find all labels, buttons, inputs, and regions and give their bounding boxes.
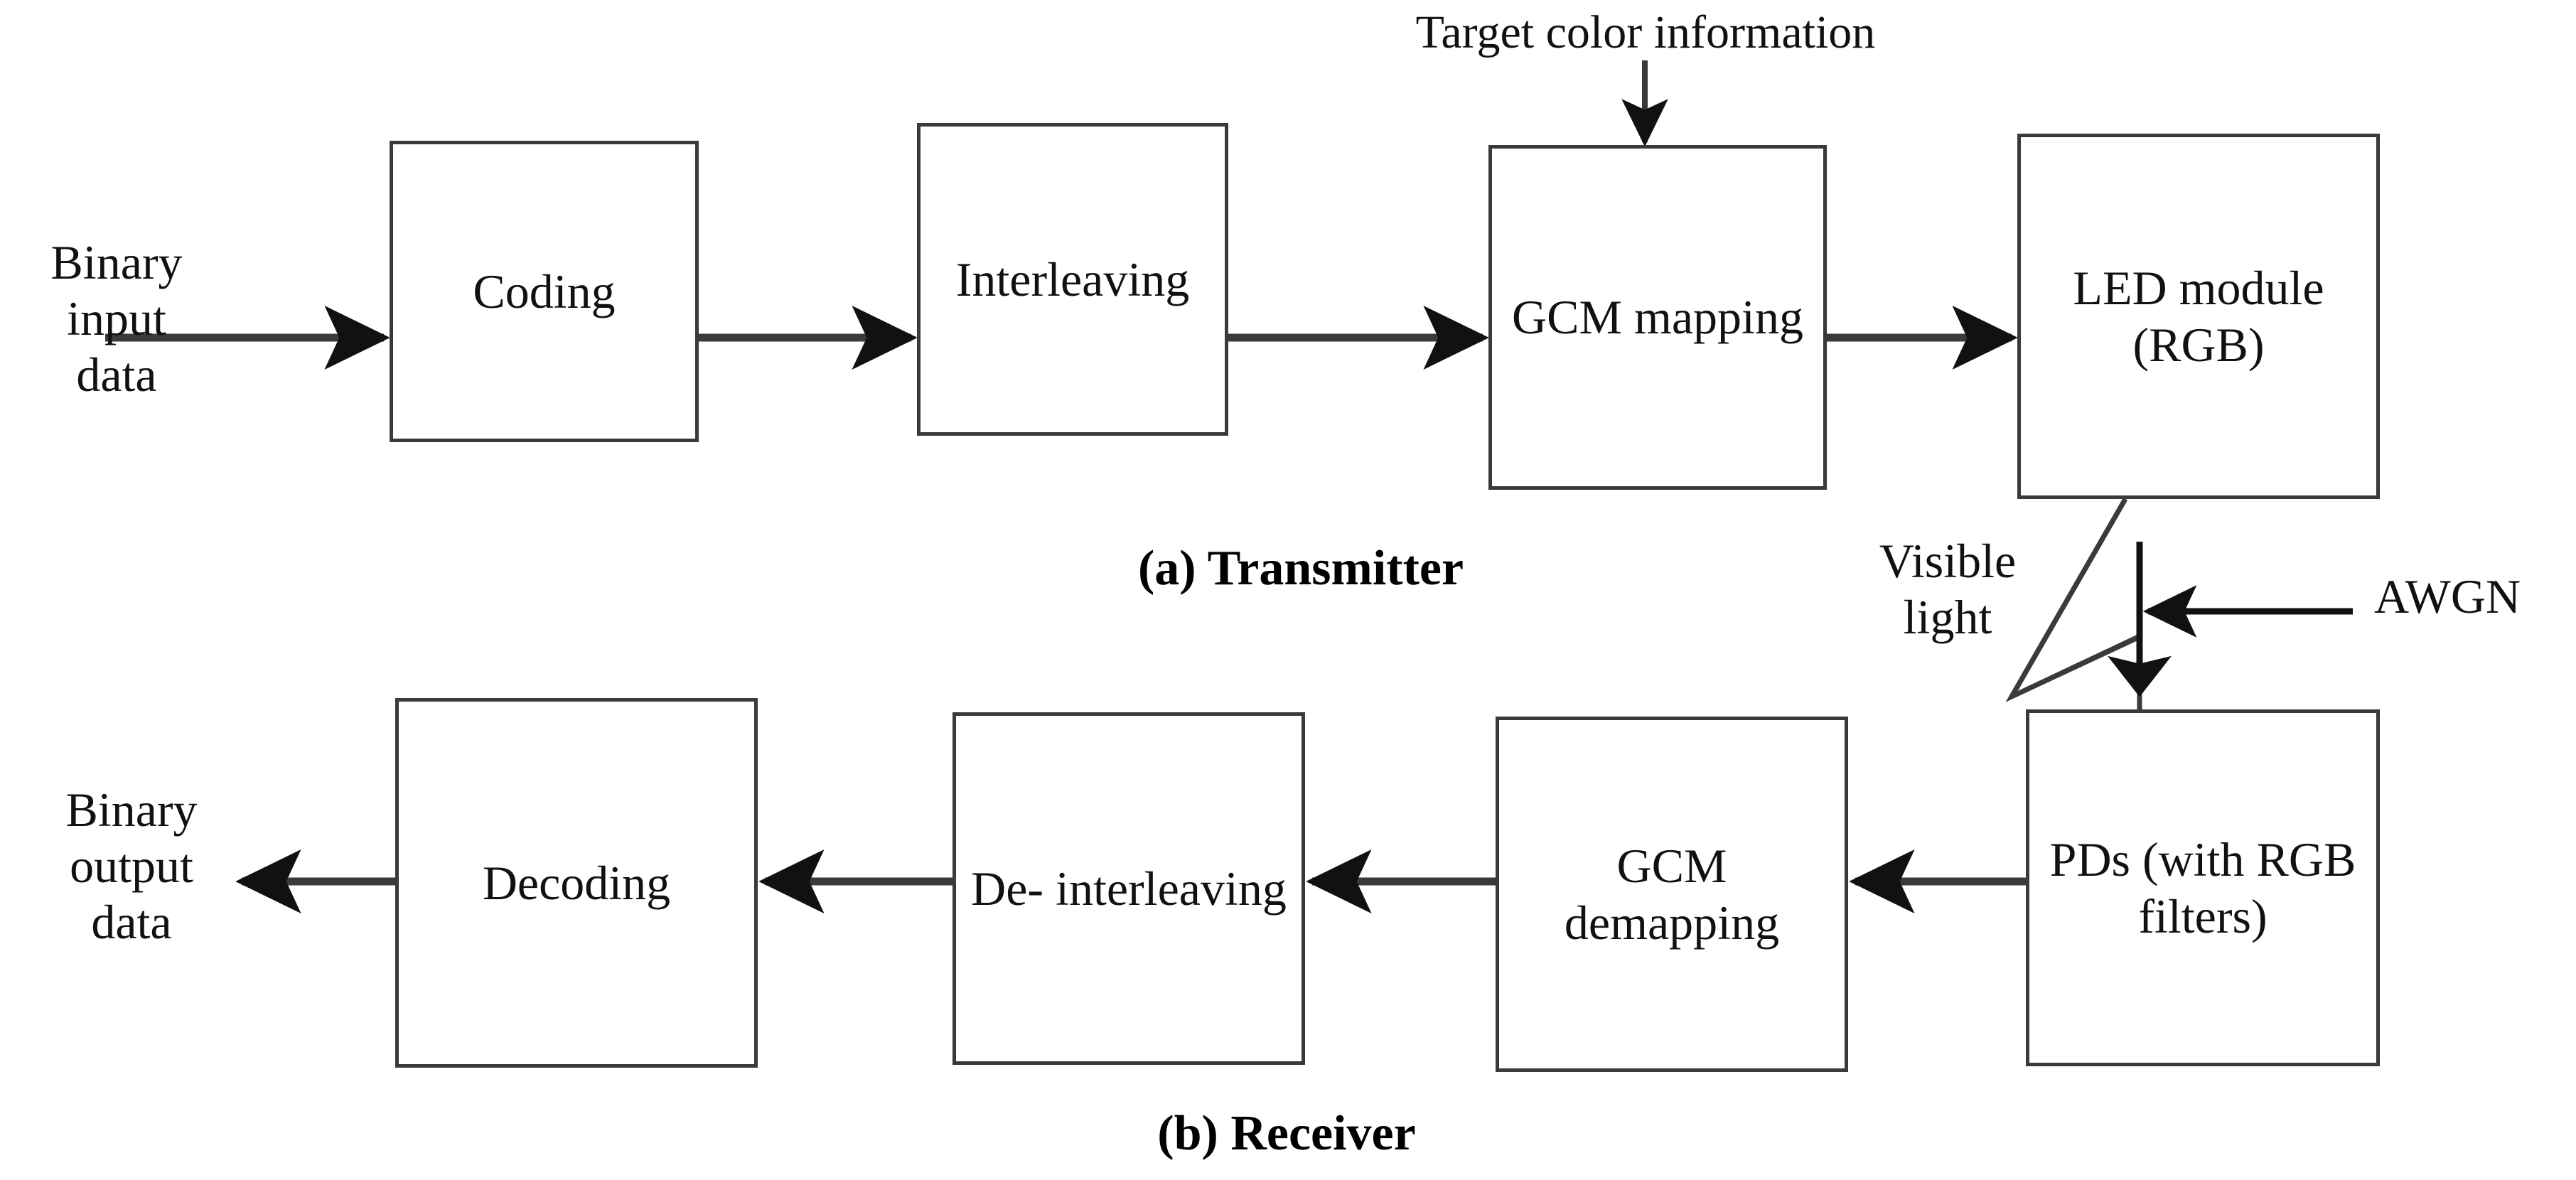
block-led-module[interactable]: LED module (RGB) (2017, 134, 2380, 499)
block-coding[interactable]: Coding (390, 141, 699, 442)
awgn-label: AWGN (2374, 569, 2521, 623)
block-coding-label: Coding (473, 264, 616, 318)
block-led-module-label: LED module (RGB) (2073, 260, 2324, 372)
block-pds-label: PDs (with RGB filters) (2049, 832, 2356, 943)
target-color-information-label: Target color information (1415, 6, 1876, 58)
binary-output-data-label: Binary output data (65, 783, 198, 949)
binary-input-data-label: Binary input data (50, 235, 183, 402)
block-interleaving-label: Interleaving (955, 252, 1190, 306)
block-de-interleaving[interactable]: De- interleaving (952, 712, 1305, 1065)
block-gcm-demapping-label: GCM demapping (1564, 838, 1780, 950)
visible-light-label: Visible light (1879, 534, 2017, 644)
caption-transmitter: (a) Transmitter (1137, 541, 1464, 596)
visible-light-ray-2 (2010, 634, 2141, 699)
block-decoding-label: Decoding (482, 855, 671, 910)
caption-receiver: (b) Receiver (1157, 1106, 1416, 1161)
block-gcm-demapping[interactable]: GCM demapping (1496, 717, 1848, 1072)
block-interleaving[interactable]: Interleaving (917, 123, 1228, 436)
block-de-interleaving-label: De- interleaving (971, 861, 1287, 916)
block-pds[interactable]: PDs (with RGB filters) (2026, 709, 2380, 1066)
block-decoding[interactable]: Decoding (395, 698, 758, 1068)
block-gcm-mapping-label: GCM mapping (1512, 290, 1803, 345)
block-gcm-mapping[interactable]: GCM mapping (1488, 145, 1827, 490)
